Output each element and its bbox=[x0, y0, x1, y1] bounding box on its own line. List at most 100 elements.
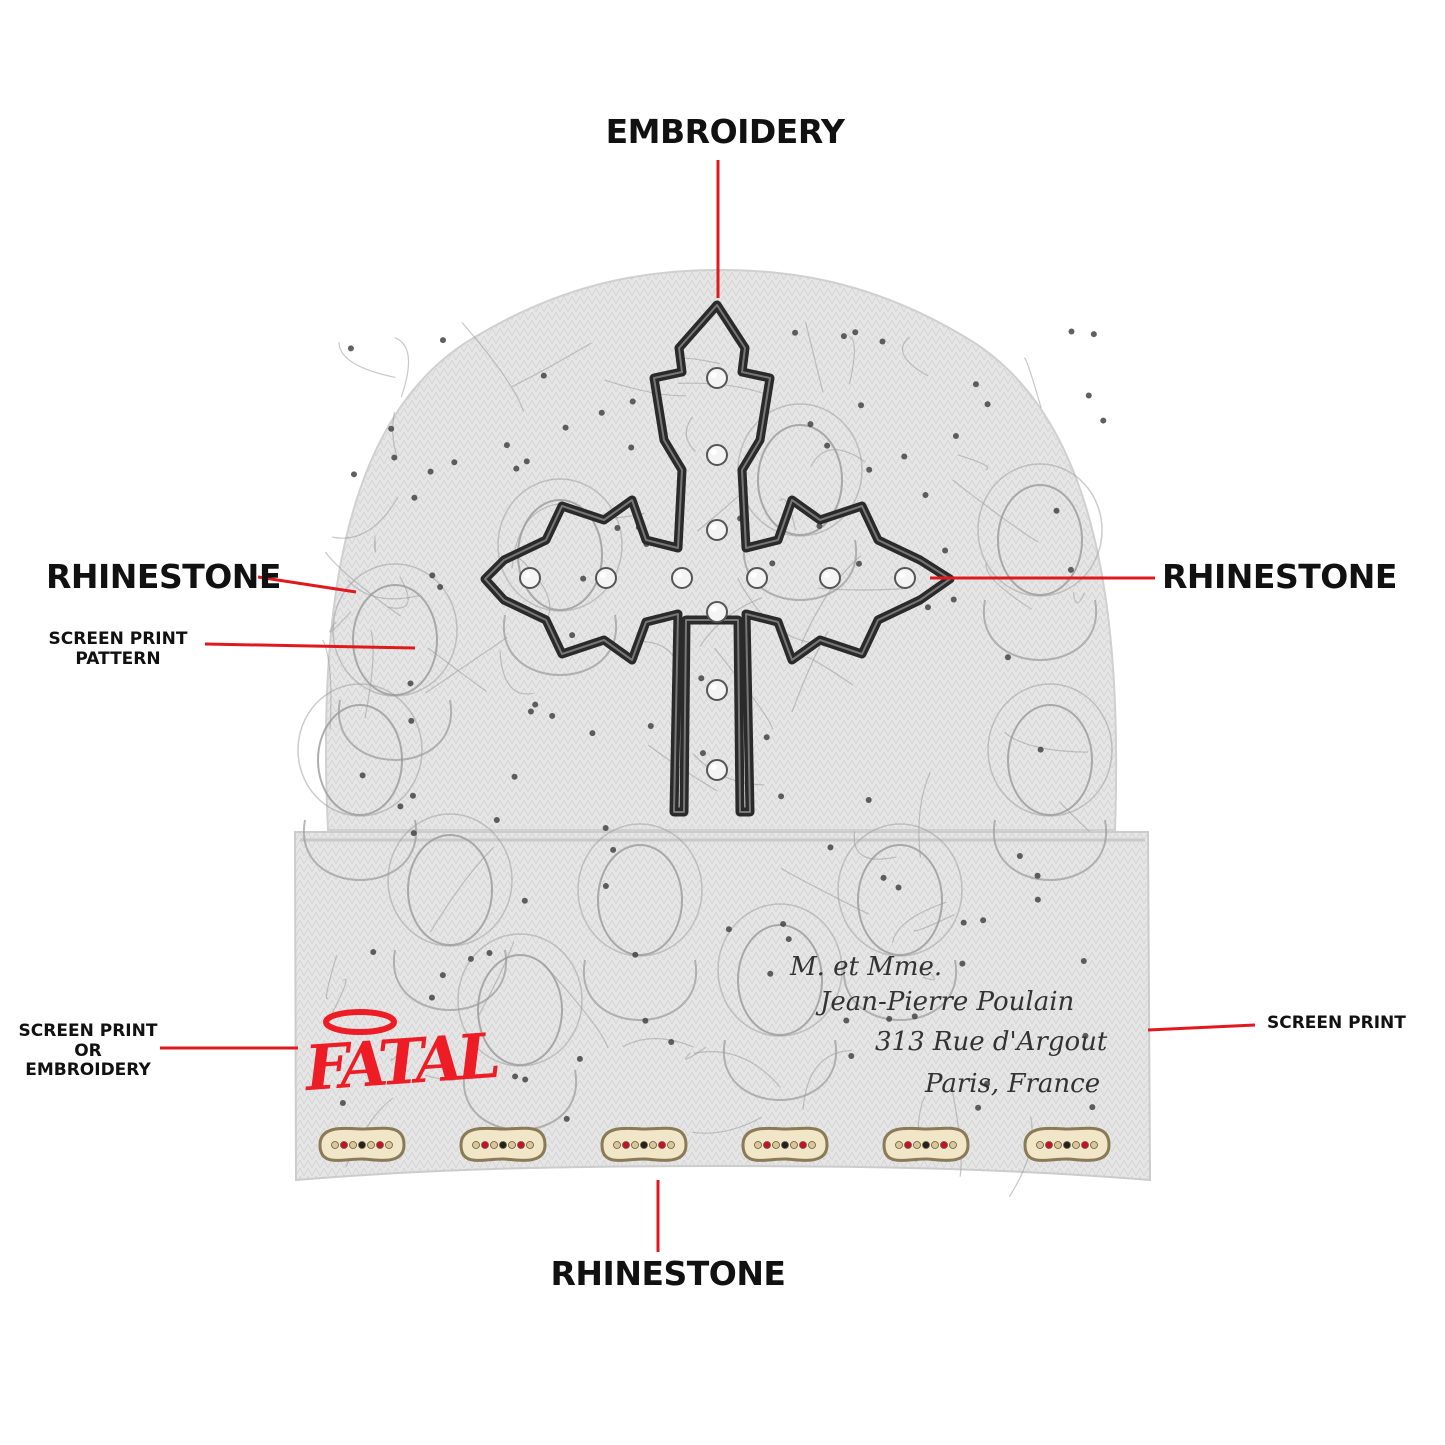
stud-dot bbox=[602, 825, 609, 832]
stud-dot bbox=[428, 994, 435, 1001]
patch-stone bbox=[481, 1141, 489, 1149]
sketch-stroke bbox=[804, 322, 824, 393]
stud-dot bbox=[824, 442, 831, 449]
sketch-stroke bbox=[424, 1074, 457, 1081]
stud-dot bbox=[532, 701, 539, 708]
stud-dot bbox=[562, 424, 569, 431]
stud-dot bbox=[347, 345, 354, 352]
stud-dot bbox=[391, 454, 398, 461]
stud-dot bbox=[816, 522, 823, 529]
stud-dot bbox=[952, 432, 959, 439]
patch-stone bbox=[631, 1141, 639, 1149]
patch-stone bbox=[490, 1141, 498, 1149]
sketch-stroke bbox=[325, 955, 338, 1000]
stud-dot bbox=[843, 1017, 850, 1024]
sketch-figure-robe bbox=[392, 949, 508, 1011]
stud-dot bbox=[1082, 1032, 1089, 1039]
sketch-figure-robe bbox=[982, 599, 1098, 661]
stud-dot bbox=[451, 459, 458, 466]
patch-stone bbox=[640, 1141, 648, 1149]
sketch-stroke bbox=[693, 1051, 781, 1088]
sketch-figure-head bbox=[477, 954, 563, 1066]
stud-dot bbox=[880, 874, 887, 881]
beanie-crown bbox=[324, 268, 1118, 831]
sketch-stroke bbox=[802, 1049, 852, 1110]
sketch-figure-halo bbox=[577, 823, 703, 957]
stud-dot bbox=[1089, 1104, 1096, 1111]
sketch-stroke bbox=[478, 941, 515, 1016]
rhinestone-gem bbox=[519, 567, 541, 589]
patch-stone bbox=[772, 1141, 780, 1149]
stud-dot bbox=[959, 960, 966, 967]
sketch-stroke bbox=[322, 639, 332, 730]
rhinestone-gem bbox=[706, 759, 728, 781]
patch-stone bbox=[613, 1141, 621, 1149]
sketch-figure-halo bbox=[497, 478, 623, 612]
patch-stone bbox=[1072, 1141, 1080, 1149]
sketch-figure-halo bbox=[987, 683, 1113, 817]
stud-dot bbox=[698, 675, 705, 682]
sketch-stroke bbox=[427, 647, 487, 693]
stud-dot bbox=[503, 442, 510, 449]
rhinestone-glint bbox=[711, 764, 717, 770]
label-rhinestone-right: RHINESTONE bbox=[1162, 557, 1397, 596]
stud-dot bbox=[778, 793, 785, 800]
patch-stone bbox=[649, 1141, 657, 1149]
sketch-stroke bbox=[685, 416, 696, 452]
stud-dot bbox=[840, 333, 847, 340]
sketch-stroke bbox=[922, 966, 936, 981]
stud-dot bbox=[975, 1104, 982, 1111]
stud-dot bbox=[1053, 507, 1060, 514]
leader-left-rhinestone bbox=[257, 575, 357, 594]
script-line-1: M. et Mme. bbox=[789, 952, 942, 982]
rhinestone-patches bbox=[318, 1126, 1111, 1162]
stud-dot bbox=[848, 1053, 855, 1060]
stud-dot bbox=[960, 919, 967, 926]
patch-stone bbox=[1036, 1141, 1044, 1149]
stud-dot bbox=[1016, 852, 1023, 859]
stud-dot bbox=[767, 970, 774, 977]
rhinestone-gem bbox=[706, 444, 728, 466]
sketch-figure-halo bbox=[457, 933, 583, 1067]
leader-lines bbox=[160, 160, 1256, 1252]
patch-stone bbox=[949, 1141, 957, 1149]
stud-dot bbox=[370, 949, 377, 956]
stud-dot bbox=[668, 1038, 675, 1045]
patch-stone bbox=[526, 1141, 534, 1149]
sketch-stroke bbox=[685, 1046, 707, 1060]
patch-stone bbox=[790, 1141, 798, 1149]
sketch-stroke bbox=[848, 336, 856, 385]
label-line: SCREEN PRINT bbox=[18, 1021, 158, 1041]
sketch-stroke bbox=[1003, 731, 1089, 753]
rhinestone-gem bbox=[819, 567, 841, 589]
sketch-figure-robe bbox=[992, 819, 1108, 881]
sketch-stroke bbox=[425, 636, 508, 694]
patch-stone bbox=[1090, 1141, 1098, 1149]
stud-dot bbox=[1080, 957, 1087, 964]
patch-stone bbox=[367, 1141, 375, 1149]
patch-stone bbox=[622, 1141, 630, 1149]
sketch-figure-robe bbox=[337, 699, 453, 761]
stud-dot bbox=[522, 1076, 529, 1083]
rhinestone-glint bbox=[899, 572, 905, 578]
patch-stone bbox=[1063, 1141, 1071, 1149]
stud-dot bbox=[886, 1015, 893, 1022]
sketch-figure-robe bbox=[302, 819, 418, 881]
fatal-graffiti-logo: FATAL bbox=[301, 1009, 500, 1105]
sketch-stroke bbox=[515, 554, 551, 617]
rhinestone-gem bbox=[706, 367, 728, 389]
stud-dot bbox=[950, 596, 957, 603]
stud-dot bbox=[576, 1055, 583, 1062]
stud-dot bbox=[486, 950, 493, 957]
patch-stone bbox=[1045, 1141, 1053, 1149]
stud-dot bbox=[1067, 566, 1074, 573]
stud-dot bbox=[350, 471, 357, 478]
rhinestone-glint bbox=[524, 572, 530, 578]
patch-stone bbox=[781, 1141, 789, 1149]
stud-dot bbox=[408, 717, 415, 724]
stud-dot bbox=[984, 1080, 991, 1087]
stud-dot bbox=[1090, 331, 1097, 338]
stud-dot bbox=[980, 917, 987, 924]
patch-stone bbox=[340, 1141, 348, 1149]
